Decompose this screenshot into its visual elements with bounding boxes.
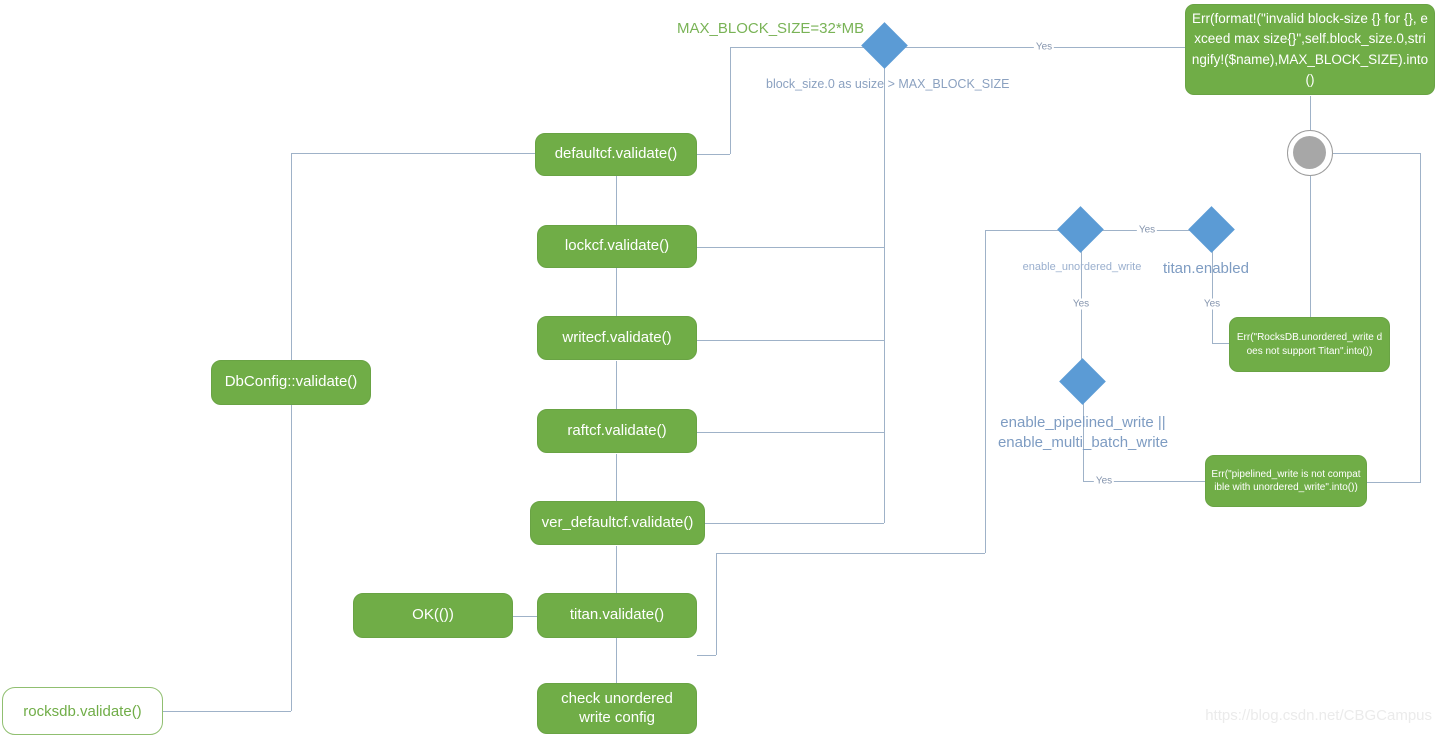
node-error-unordered-titan: Err("RocksDB.unordered_write does not su…: [1229, 317, 1390, 372]
node-ok-result: OK(()): [353, 593, 513, 638]
node-titan-validate: titan.validate(): [537, 593, 697, 638]
connector-line: [616, 176, 617, 225]
decision-enable-unordered-write-diamond: [1057, 206, 1104, 253]
connector-line: [697, 340, 884, 341]
node-ver-defaultcf-validate: ver_defaultcf.validate(): [530, 501, 705, 545]
node-defaultcf-validate: defaultcf.validate(): [535, 133, 697, 176]
node-check-unordered-write-config: check unordered write config: [537, 683, 697, 734]
connector-line: [291, 405, 292, 711]
node-rocksdb-validate: rocksdb.validate(): [2, 687, 163, 735]
edge-label-yes-block-size: Yes: [1033, 41, 1055, 53]
edge-label-yes-titan-down: Yes: [1201, 298, 1223, 310]
end-state-circle-fill: [1293, 136, 1326, 169]
connector-line: [513, 616, 537, 617]
decision-block-size-diamond: [861, 22, 908, 69]
connector-line: [1310, 176, 1311, 317]
connector-line: [291, 153, 292, 360]
connector-line: [1333, 153, 1420, 154]
connector-line: [697, 154, 730, 155]
decision-titan-enabled-label: titan.enabled: [1163, 260, 1249, 277]
connector-line: [1083, 400, 1084, 481]
connector-line: [716, 553, 985, 554]
connector-line: [985, 230, 986, 553]
connector-line: [616, 268, 617, 316]
connector-line: [884, 62, 885, 523]
connector-line: [1310, 96, 1311, 130]
connector-line: [697, 247, 884, 248]
node-lockcf-validate: lockcf.validate(): [537, 225, 697, 268]
connector-line: [616, 454, 617, 501]
edge-label-yes-unordered-to-titan: Yes: [1136, 224, 1158, 236]
connector-line: [697, 655, 716, 656]
node-error-invalid-block-size: Err(format!("invalid block-size {} for {…: [1185, 4, 1435, 95]
connector-line: [985, 230, 1063, 231]
connector-line: [616, 638, 617, 683]
node-dbconfig-validate: DbConfig::validate(): [211, 360, 371, 405]
node-writecf-validate: writecf.validate(): [537, 316, 697, 360]
edge-label-yes-unordered-down: Yes: [1070, 298, 1092, 310]
connector-line: [1367, 482, 1421, 483]
connector-line: [697, 432, 884, 433]
decision-enable-unordered-write-label: enable_unordered_write: [1022, 261, 1142, 273]
connector-line: [1420, 153, 1421, 482]
watermark: https://blog.csdn.net/CBGCampus: [1205, 707, 1432, 724]
connector-line: [163, 711, 291, 712]
node-error-pipelined-conflict: Err("pipelined_write is not compatible w…: [1205, 455, 1367, 507]
connector-line: [730, 47, 731, 154]
max-block-size-annotation: MAX_BLOCK_SIZE=32*MB: [677, 20, 865, 37]
end-state-circle: [1287, 130, 1333, 176]
decision-pipelined-write-diamond: [1059, 358, 1106, 405]
connector-line: [1083, 481, 1207, 482]
decision-titan-enabled-diamond: [1188, 206, 1235, 253]
connector-line: [291, 153, 535, 154]
decision-pipelined-write-label: enable_pipelined_write || enable_multi_b…: [997, 414, 1169, 452]
connector-line: [716, 553, 717, 655]
connector-line: [616, 546, 617, 593]
connector-line: [1212, 343, 1230, 344]
decision-block-size-label: block_size.0 as usize > MAX_BLOCK_SIZE: [766, 77, 1010, 91]
connector-line: [1212, 248, 1213, 343]
node-raftcf-validate: raftcf.validate(): [537, 409, 697, 453]
edge-label-yes-pipelined: Yes: [1093, 475, 1115, 487]
connector-line: [705, 523, 884, 524]
connector-line: [616, 361, 617, 409]
connector-line: [730, 47, 870, 48]
